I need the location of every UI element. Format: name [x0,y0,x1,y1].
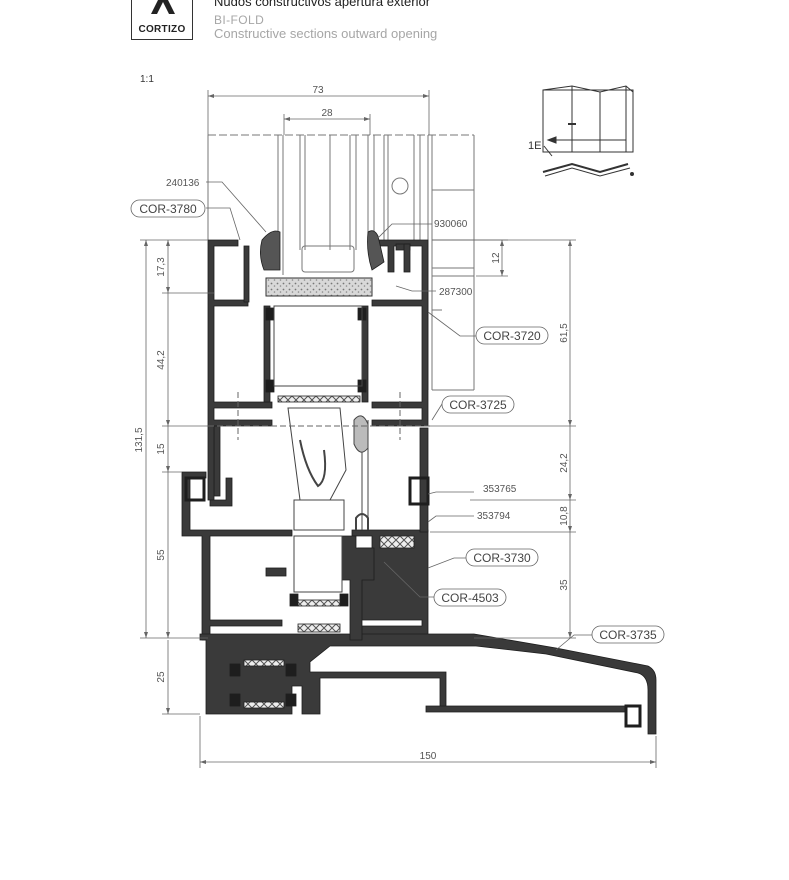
label-cor-3780: COR-3780 [139,202,197,216]
part-references: 240136 930060 287300 353765 353794 [166,178,517,522]
dim-left-4: 55 [156,549,167,561]
dim-left-5: 25 [156,671,167,683]
profile-callouts: COR-3780 COR-3720 COR-3725 COR-3730 COR-… [130,199,665,644]
system-name: BI-FOLD [214,13,265,27]
label-cor-3730: COR-3730 [473,551,531,565]
thumbnail-label: 1E [528,140,541,152]
bifold-plan-icon [542,85,634,177]
dim-right-top: 12 [491,252,502,264]
callout-cor-4503 [433,588,507,607]
ref-353765: 353765 [483,484,517,495]
brand-logo: CORTIZO [131,0,193,40]
leader-lines [206,181,592,651]
thermal-breaks [243,395,415,709]
dim-right-2: 24,2 [559,453,570,473]
label-cor-3735: COR-3735 [599,628,657,642]
callout-cor-3725 [441,395,515,414]
insulation-spacer [265,277,373,297]
frame-profiles [181,239,657,735]
label-cor-3725: COR-3725 [449,398,507,412]
ref-287300: 287300 [439,287,473,298]
centre-lines [208,392,430,440]
dimension-lines [140,90,657,768]
dim-right-1: 61,5 [559,323,570,343]
dim-left-total: 131,5 [134,427,145,452]
profile-outlines [273,305,369,593]
dimension-arrows [144,94,656,764]
page-subtitle: Constructive sections outward opening [214,26,438,41]
callout-cor-3735 [591,625,665,644]
ref-240136: 240136 [166,178,200,189]
callout-cor-3780 [130,199,206,218]
dim-left-2: 44,2 [156,350,167,370]
dimension-labels: 73 28 131,5 17,3 44,2 15 55 25 12 61,5 2… [134,85,570,762]
glazing-gaskets [260,230,385,271]
dim-left-3: 15 [156,443,167,455]
page-title: Nudos constructivos apertura exterior [214,0,431,9]
dim-right-4: 35 [559,579,570,591]
callout-cor-3730 [465,548,539,567]
scale-label: 1:1 [140,74,154,85]
ref-930060: 930060 [434,219,468,230]
ref-353794: 353794 [477,511,511,522]
dim-top-overall: 73 [312,85,324,96]
label-cor-4503: COR-4503 [441,591,499,605]
cortizo-logo-icon [151,0,175,14]
callout-cor-3720 [475,326,549,345]
label-cor-3720: COR-3720 [483,329,541,343]
dim-top-inner: 28 [321,108,333,119]
dim-bottom: 150 [420,751,437,762]
dim-left-1: 17,3 [156,257,167,277]
dim-right-3: 10,8 [559,506,570,526]
glazing-area [207,134,475,391]
brand-name: CORTIZO [138,24,186,35]
